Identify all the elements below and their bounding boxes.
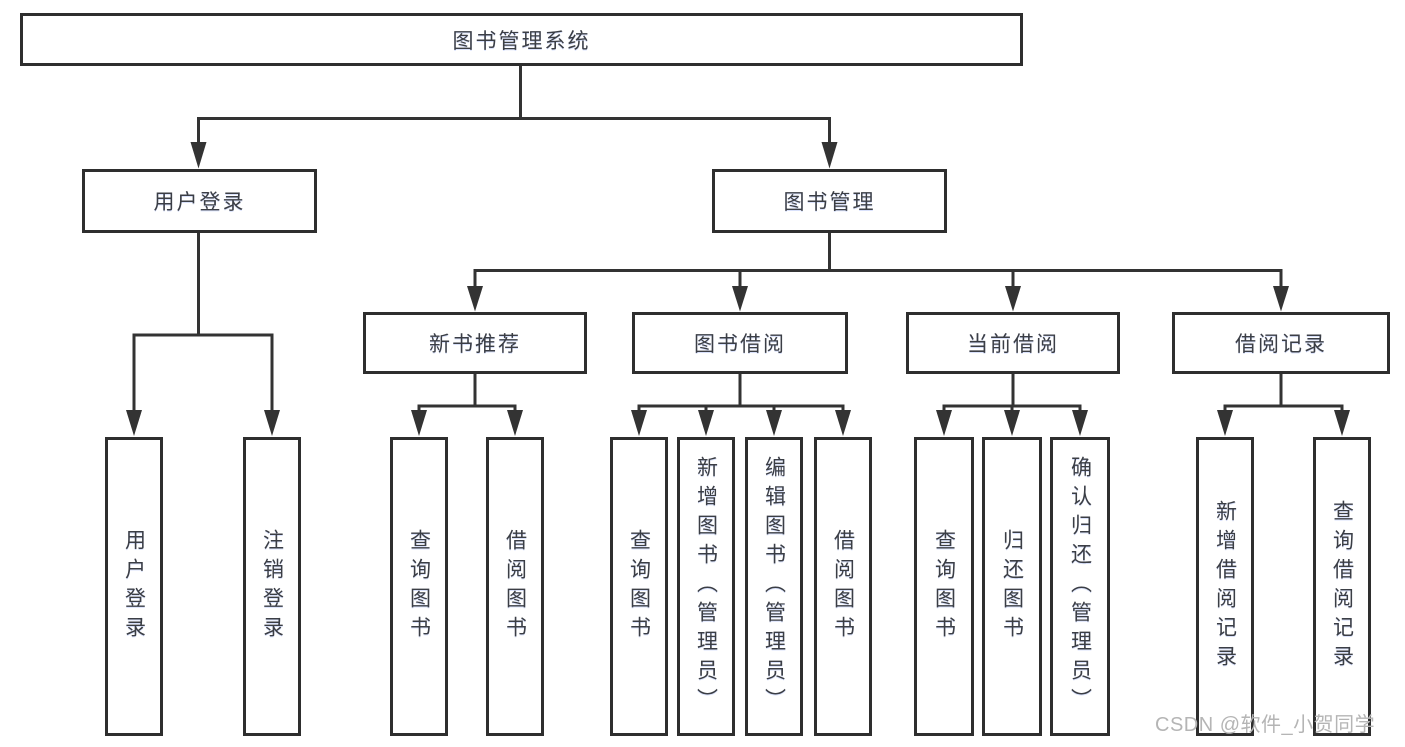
watermark: CSDN @软件_小贺同学 [1155,714,1376,736]
node-leaf-cb-query-books: 查询图书 [914,437,974,736]
node-user-login: 用户登录 [82,169,317,233]
node-leaf-nbr-borrow-books: 借阅图书 [486,437,544,736]
node-leaf-logout: 注销登录 [243,437,301,736]
node-current-borrow: 当前借阅 [906,312,1120,374]
node-leaf-bb-query-books: 查询图书 [610,437,668,736]
node-leaf-rec-query-record: 查询借阅记录 [1313,437,1371,736]
node-root-system: 图书管理系统 [20,13,1023,66]
node-leaf-bb-add-books-admin: 新增图书（管理员） [677,437,735,736]
node-leaf-nbr-query-books: 查询图书 [390,437,448,736]
node-new-book-recommend: 新书推荐 [363,312,587,374]
node-borrow-records: 借阅记录 [1172,312,1390,374]
node-book-management: 图书管理 [712,169,947,233]
node-leaf-cb-confirm-return-admin: 确认归还（管理员） [1050,437,1110,736]
node-leaf-bb-edit-books-admin: 编辑图书（管理员） [745,437,803,736]
node-leaf-cb-return-books: 归还图书 [982,437,1042,736]
node-leaf-bb-borrow-books: 借阅图书 [814,437,872,736]
node-book-borrow: 图书借阅 [632,312,848,374]
node-leaf-rec-add-record: 新增借阅记录 [1196,437,1254,736]
node-leaf-user-login: 用户登录 [105,437,163,736]
